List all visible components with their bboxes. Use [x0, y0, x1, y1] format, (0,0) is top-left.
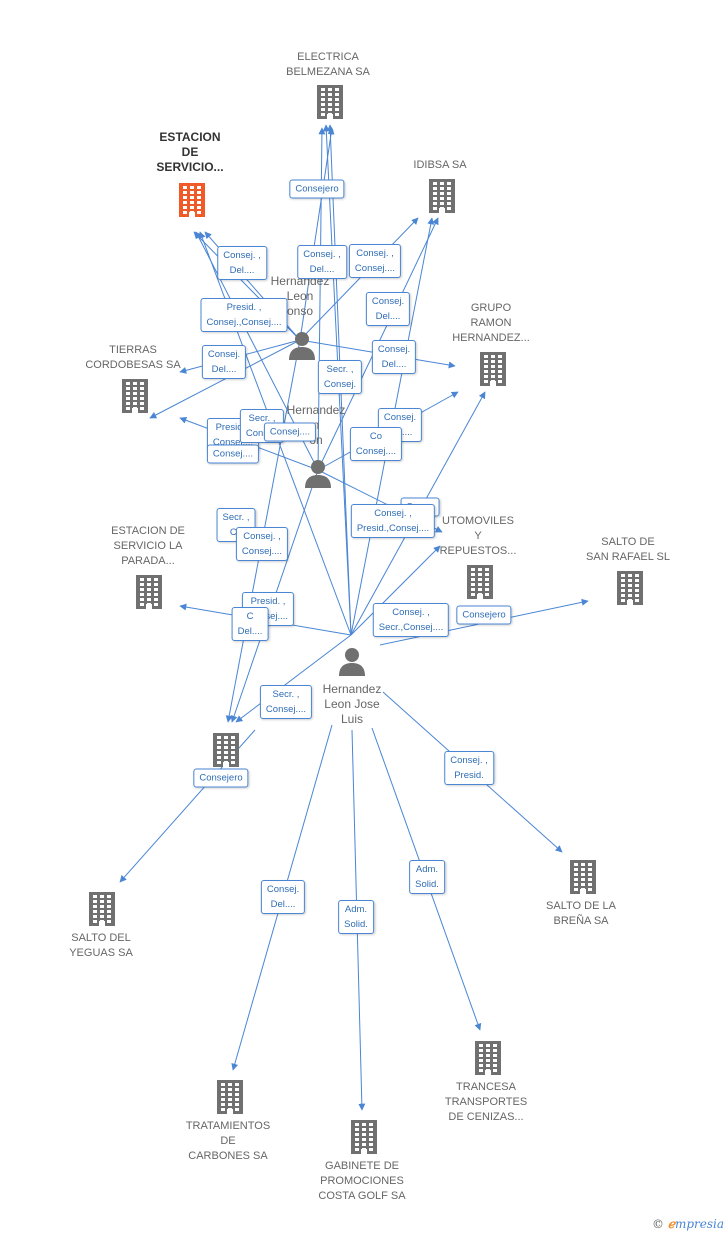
relation-label[interactable]: Secr. , Consej.: [317, 360, 363, 394]
company-name-label[interactable]: SALTO DEL YEGUAS SA: [69, 932, 133, 959]
company-name-label[interactable]: TIERRAS CORDOBESAS SA: [85, 344, 181, 371]
person-name-label[interactable]: Hernandez Leon Jose Luis: [322, 682, 382, 726]
relation-label[interactable]: Consej....: [263, 422, 317, 442]
building-icon[interactable]: [349, 1120, 379, 1154]
relation-label[interactable]: Consejero: [193, 768, 249, 788]
relation-label[interactable]: Consej. Del....: [371, 340, 417, 374]
relation-label[interactable]: Consej. , Presid.: [444, 751, 494, 785]
building-icon[interactable]: [427, 179, 457, 213]
person-icon[interactable]: [303, 458, 333, 488]
company-name-label[interactable]: GRUPO RAMON HERNANDEZ...: [452, 302, 530, 344]
company-name-label[interactable]: UTOMOVILES Y REPUESTOS...: [439, 515, 517, 557]
relation-label[interactable]: Consejero: [289, 179, 345, 199]
building-icon[interactable]: [473, 1041, 503, 1075]
copyright-footer: © ℯmpresia: [652, 1217, 724, 1231]
relation-label[interactable]: Consej. , Secr.,Consej....: [372, 603, 450, 637]
company-name-label[interactable]: TRATAMIENTOS DE CARBONES SA: [185, 1120, 271, 1162]
relation-label[interactable]: Consej. , Del....: [297, 245, 347, 279]
company-name-label[interactable]: SALTO DE LA BREÑA SA: [546, 900, 616, 927]
relation-label[interactable]: Co Consej....: [349, 427, 403, 461]
relation-label[interactable]: Presid. , Consej.,Consej....: [200, 298, 288, 332]
company-name-label[interactable]: ESTACION DE SERVICIO LA PARADA...: [111, 525, 185, 567]
brand-logo-letter: ℯ: [667, 1217, 675, 1231]
relation-label[interactable]: Consej. Del....: [365, 292, 411, 326]
building-icon[interactable]: [465, 565, 495, 599]
copyright-symbol: ©: [652, 1217, 664, 1231]
brand-logo-text: mpresia: [674, 1217, 724, 1231]
building-icon[interactable]: [120, 379, 150, 413]
building-icon[interactable]: [215, 1080, 245, 1114]
building-icon[interactable]: [134, 575, 164, 609]
building-icon[interactable]: [211, 733, 241, 767]
person-icon[interactable]: [337, 646, 367, 676]
relation-label[interactable]: Consej....: [206, 444, 260, 464]
company-name-label[interactable]: GABINETE DE PROMOCIONES COSTA GOLF SA: [318, 1160, 406, 1202]
company-name-label[interactable]: ELECTRICA BELMEZANA SA: [286, 51, 370, 78]
relation-label[interactable]: Adm. Solid.: [409, 860, 445, 894]
building-icon[interactable]: [615, 571, 645, 605]
relation-label[interactable]: Consej. , Del....: [217, 246, 267, 280]
building-icon[interactable]: [177, 183, 207, 217]
relation-label[interactable]: Consej. , Consej....: [235, 527, 289, 561]
company-name-label[interactable]: IDIBSA SA: [413, 159, 467, 171]
building-icon[interactable]: [87, 892, 117, 926]
building-icon[interactable]: [315, 85, 345, 119]
building-icon[interactable]: [568, 860, 598, 894]
company-name-label[interactable]: ESTACION DE SERVICIO...: [156, 130, 224, 174]
person-icon[interactable]: [287, 330, 317, 360]
relation-label[interactable]: Consej. , Consej....: [348, 244, 402, 278]
relation-label[interactable]: Consejero: [456, 605, 512, 625]
building-icon[interactable]: [478, 352, 508, 386]
relation-label[interactable]: Adm. Solid.: [338, 900, 374, 934]
relation-label[interactable]: C Del....: [231, 607, 269, 641]
company-name-label[interactable]: TRANCESA TRANSPORTES DE CENIZAS...: [444, 1081, 528, 1123]
relation-label[interactable]: Secr. , Consej....: [259, 685, 313, 719]
relation-label[interactable]: Consej. Del....: [201, 345, 247, 379]
company-name-label[interactable]: SALTO DE SAN RAFAEL SL: [586, 536, 670, 563]
relation-label[interactable]: Consej. Del....: [260, 880, 306, 914]
relation-label[interactable]: Consej. , Presid.,Consej....: [350, 504, 436, 538]
